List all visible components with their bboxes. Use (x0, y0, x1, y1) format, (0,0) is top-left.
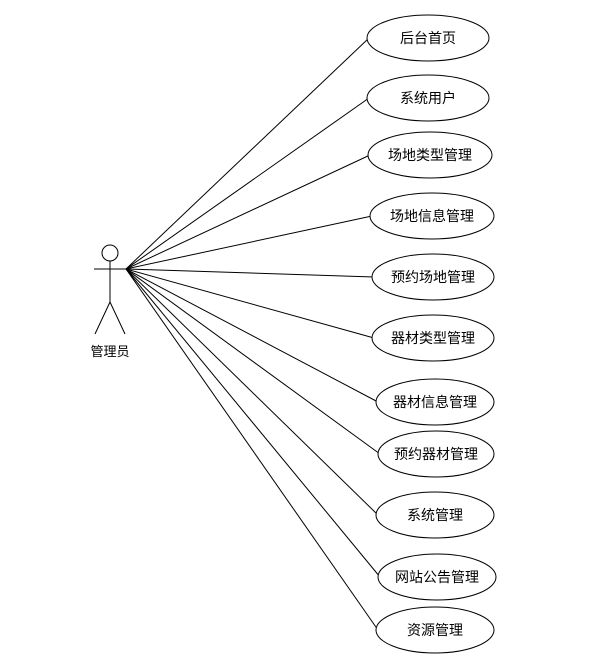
use-case-label: 预约器材管理 (394, 447, 478, 463)
use-case-ellipse (366, 14, 490, 62)
actor-right-leg (109, 301, 126, 335)
use-case-group: 后台首页系统用户场地类型管理场地信息管理预约场地管理器材类型管理器材信息管理预约… (366, 14, 497, 654)
use-case: 器材类型管理 (371, 314, 495, 362)
association-line (125, 268, 379, 403)
use-case-ellipse (371, 253, 495, 301)
actor-left-leg (94, 301, 111, 335)
use-case-ellipse (371, 314, 495, 362)
use-case-ellipse (375, 606, 495, 654)
use-case-ellipse (366, 74, 490, 122)
association-line (125, 268, 379, 631)
association-lines (125, 37, 381, 631)
use-case-label: 网站公告管理 (395, 570, 479, 586)
use-case-ellipse (377, 553, 497, 601)
association-line (125, 37, 370, 270)
use-case-label: 预约场地管理 (391, 270, 475, 286)
use-case: 场地类型管理 (367, 131, 493, 179)
use-case-label: 系统用户 (400, 90, 456, 107)
use-case-ellipse (375, 378, 495, 426)
use-case-label: 器材信息管理 (393, 394, 477, 411)
actor-administrator: 管理员 (90, 244, 130, 360)
use-case-label: 器材类型管理 (391, 331, 475, 347)
use-case-label: 资源管理 (407, 623, 463, 639)
use-case-label: 场地信息管理 (390, 208, 474, 225)
association-line (125, 97, 370, 270)
association-line (125, 268, 379, 516)
use-case: 预约器材管理 (377, 430, 495, 478)
use-case: 器材信息管理 (375, 378, 495, 426)
use-case-ellipse (377, 430, 495, 478)
actor-label: 管理员 (90, 345, 129, 360)
association-line (125, 268, 375, 339)
use-case: 系统用户 (366, 74, 490, 122)
association-line (125, 154, 371, 270)
use-case: 网站公告管理 (377, 553, 497, 601)
association-line (125, 268, 381, 578)
association-line (125, 215, 373, 270)
use-case: 预约场地管理 (371, 253, 495, 301)
association-line (125, 268, 381, 455)
actor-head (101, 244, 119, 262)
use-case-label: 后台首页 (400, 31, 456, 47)
use-case-ellipse (369, 192, 495, 240)
use-case-label: 系统管理 (407, 508, 463, 524)
use-case: 后台首页 (366, 14, 490, 62)
use-case: 场地信息管理 (369, 192, 495, 240)
association-line (125, 268, 375, 278)
use-case: 资源管理 (375, 606, 495, 654)
use-case-ellipse (367, 131, 493, 179)
use-case-ellipse (375, 491, 495, 539)
use-case-label: 场地类型管理 (388, 148, 472, 164)
use-case: 系统管理 (375, 491, 495, 539)
